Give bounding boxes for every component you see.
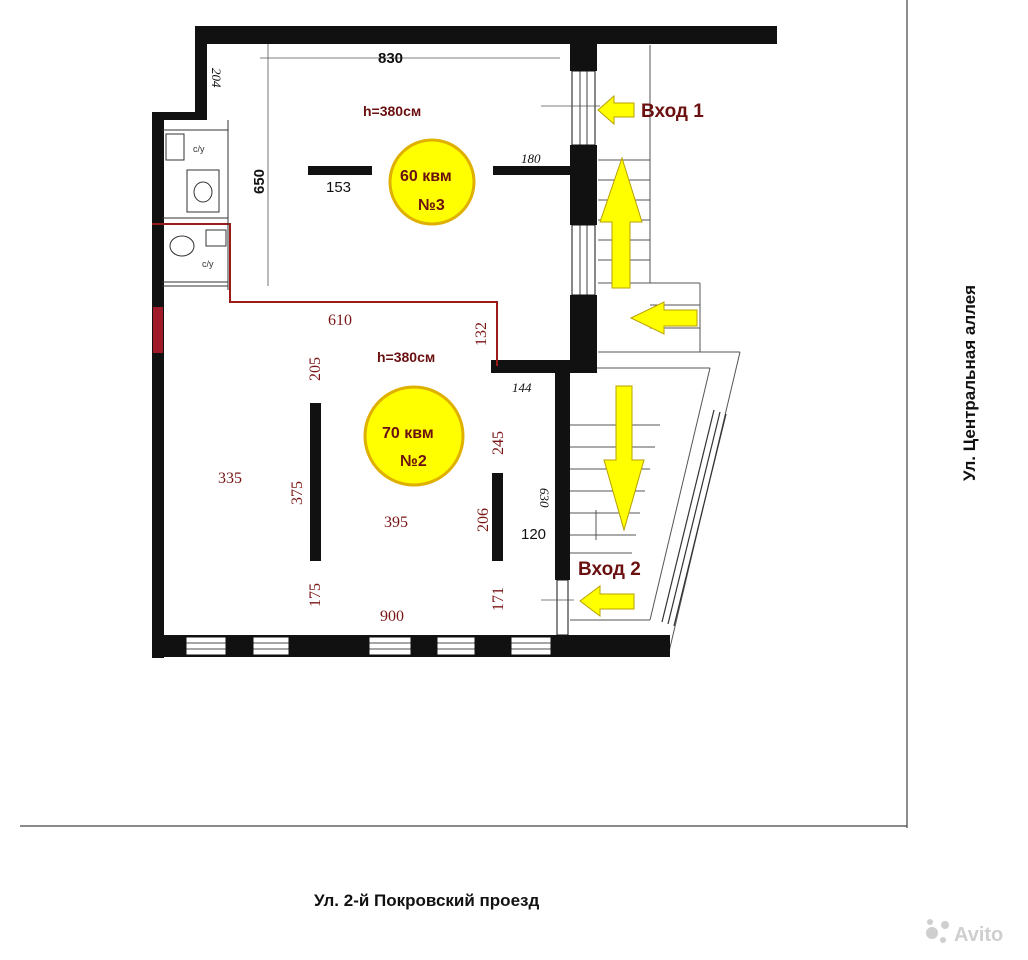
arrow-left-icon bbox=[629, 301, 698, 335]
dimension-335: 335 bbox=[218, 470, 242, 487]
windows-bottom bbox=[185, 636, 552, 656]
dimension-830: 830 bbox=[378, 50, 403, 67]
dimension-153: 153 bbox=[326, 179, 351, 196]
dimension-lines bbox=[260, 44, 600, 601]
dimension-120: 120 bbox=[521, 526, 546, 543]
dimension-144: 144 bbox=[512, 380, 532, 395]
entrance-1-label: Вход 1 bbox=[641, 101, 704, 122]
dimension-375: 375 bbox=[289, 481, 306, 505]
room-2-height: h=380см bbox=[377, 349, 435, 365]
dimension-180: 180 bbox=[521, 151, 541, 166]
dimension-171: 171 bbox=[490, 587, 507, 611]
room-3-height: h=380см bbox=[363, 103, 421, 119]
stairwell-outline bbox=[570, 45, 741, 657]
dimension-132: 132 bbox=[473, 322, 490, 346]
dimension-205: 205 bbox=[307, 357, 324, 381]
dimension-245: 245 bbox=[490, 431, 507, 455]
windows-right bbox=[556, 70, 596, 636]
dimension-630: 630 bbox=[537, 488, 552, 508]
unit-partition-line bbox=[152, 223, 498, 366]
toilet-label-upper: с/у bbox=[193, 144, 205, 154]
arrow-entrance-1-icon bbox=[597, 94, 635, 126]
avito-logo: Avito bbox=[926, 919, 1003, 946]
avito-watermark-text: Avito bbox=[954, 924, 1003, 946]
room-3-number: №3 bbox=[418, 197, 445, 214]
room-3-area: 60 квм bbox=[400, 168, 452, 185]
street-label-right: Ул. Центральная аллея bbox=[960, 285, 979, 481]
window-mullions-right bbox=[579, 71, 588, 295]
dimension-650: 650 bbox=[251, 169, 268, 194]
street-label-bottom: Ул. 2-й Покровский проезд bbox=[314, 891, 539, 910]
dimension-610: 610 bbox=[328, 312, 352, 329]
arrow-entrance-2-icon bbox=[579, 585, 635, 617]
dimension-900: 900 bbox=[380, 608, 404, 625]
arrow-down-icon bbox=[603, 385, 645, 532]
toilet-block bbox=[162, 120, 229, 290]
room-2-badge bbox=[363, 385, 465, 487]
entrance-2-label: Вход 2 bbox=[578, 559, 641, 580]
dimension-395: 395 bbox=[384, 514, 408, 531]
room-3-badge bbox=[388, 138, 476, 226]
arrow-up-icon bbox=[599, 156, 643, 289]
red-wall-segment bbox=[153, 307, 163, 353]
room-2-area: 70 квм bbox=[382, 425, 434, 442]
room-2-number: №2 bbox=[400, 453, 427, 470]
dimension-175: 175 bbox=[307, 583, 324, 607]
dimension-204: 204 bbox=[209, 68, 224, 88]
window-strip-slanted bbox=[661, 409, 727, 627]
toilet-label-lower: с/у bbox=[202, 259, 214, 269]
dimension-206: 206 bbox=[475, 508, 492, 532]
window-mullions-bottom bbox=[186, 642, 551, 650]
